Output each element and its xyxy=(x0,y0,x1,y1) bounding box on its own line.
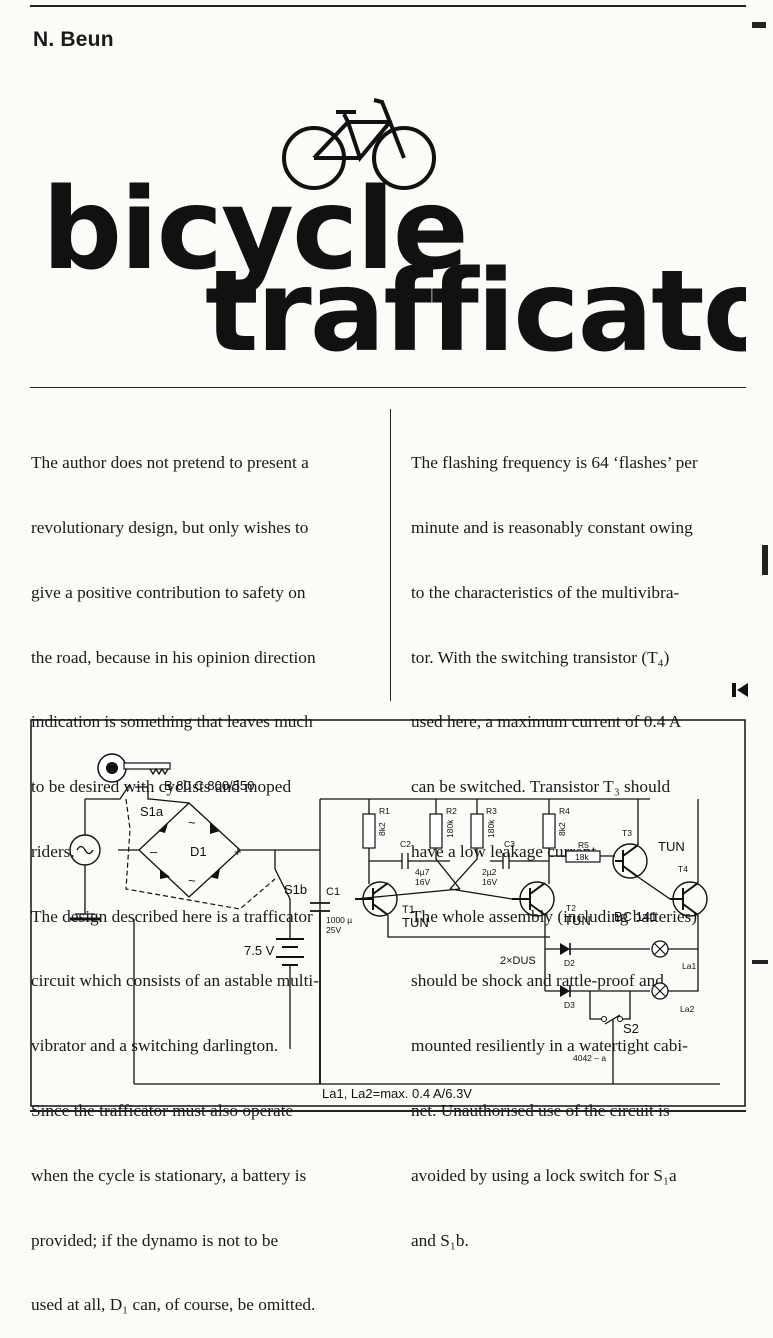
title-line-2: trafficator xyxy=(205,247,746,377)
d3-label: D3 xyxy=(564,1000,575,1010)
r3-label: R3 xyxy=(486,806,497,816)
r1-value: 8k2 xyxy=(377,822,387,836)
la2-label: La2 xyxy=(680,1004,694,1014)
r2-value: 180k xyxy=(445,819,455,838)
c2-value: 4µ7 xyxy=(415,867,430,877)
c2-label: C2 xyxy=(400,839,411,849)
t4-type: BC 141 xyxy=(614,909,657,924)
bridge-rectifier xyxy=(118,798,265,898)
d2-label: D2 xyxy=(564,958,575,968)
text-line: The whole assembly (including batteries) xyxy=(411,906,698,926)
end-of-article-icon xyxy=(732,683,748,697)
schematic-frame xyxy=(30,719,746,1107)
r2-label: R2 xyxy=(446,806,457,816)
la1-label: La1 xyxy=(682,961,696,971)
c1-label: C1 xyxy=(326,886,340,898)
r5-label: R5 xyxy=(578,840,589,850)
t3-type: TUN xyxy=(658,839,685,854)
text-line: used here, a maximum current of 0.4 A xyxy=(411,712,682,732)
t2-label: T2 xyxy=(566,903,576,913)
c3-label: C3 xyxy=(504,839,515,849)
ac-mark-1: ~ xyxy=(188,815,196,830)
c1-voltage: 25V xyxy=(326,925,341,935)
c3-value: 2µ2 xyxy=(482,867,497,877)
t1-label: T1 xyxy=(402,904,415,916)
plus-label: + xyxy=(234,844,242,859)
transistor-icon xyxy=(355,843,708,917)
t3-label: T3 xyxy=(622,828,632,838)
r1-label: R1 xyxy=(379,806,390,816)
top-rule xyxy=(30,5,746,7)
r5-value: 18k xyxy=(575,852,589,862)
text-line: revolutionary design, but only wishes to xyxy=(31,517,309,537)
s2-label: S2 xyxy=(623,1021,639,1036)
text-line: The design described here is a trafficat… xyxy=(31,906,313,926)
minus-label: – xyxy=(150,844,158,859)
text-line: riders. xyxy=(31,841,75,861)
text-line: can be switched. Transistor T₃ should xyxy=(411,777,671,797)
diodes-label: 2×DUS xyxy=(500,955,536,967)
battery-label: 7.5 V xyxy=(244,943,275,958)
edge-mark xyxy=(752,960,768,964)
text-line: to the characteristics of the multivibra… xyxy=(411,582,680,602)
text-line: mounted resiliently in a watertight cabi… xyxy=(411,1036,688,1056)
text-line: to be desired with cyclists and moped xyxy=(31,777,292,797)
text-line: avoided by using a lock switch for S₁a xyxy=(411,1165,677,1185)
ac-mark-2: ~ xyxy=(188,873,196,888)
r3-value: 180k xyxy=(486,819,496,838)
edge-mark xyxy=(762,545,768,575)
column-divider xyxy=(390,409,391,701)
text-line: vibrator and a switching darlington. xyxy=(31,1036,279,1056)
text-line: and S₁b. xyxy=(411,1230,469,1250)
title-artwork: bicycle trafficator xyxy=(42,98,746,377)
bottom-rule xyxy=(30,1110,746,1112)
t4-label: T4 xyxy=(678,864,688,874)
c3-voltage: 16V xyxy=(482,877,497,887)
d1-label: D1 xyxy=(190,844,207,859)
text-line: circuit which consists of an astable mul… xyxy=(31,971,319,991)
text-line: used at all, D₁ can, of course, be omitt… xyxy=(31,1295,316,1315)
key-icon xyxy=(97,753,171,783)
c2-voltage: 16V xyxy=(415,877,430,887)
figure-code: 4042 – a xyxy=(573,1053,606,1063)
text-line: the road, because in his opinion directi… xyxy=(31,647,316,667)
text-line: The flashing frequency is 64 ‘flashes’ p… xyxy=(411,453,698,473)
circuit-schematic: S1a B 80 C 800/550 D1 + – ~ ~ S1b 7.5 V … xyxy=(30,719,746,1107)
bridge-label: B 80 C 800/550 xyxy=(164,778,254,793)
footnote: La1, La2=max. 0.4 A/6.3V xyxy=(322,1086,472,1101)
r4-label: R4 xyxy=(559,806,570,816)
text-line: indication is something that leaves much xyxy=(31,712,313,732)
text-line: tor. With the switching transistor (T₄) xyxy=(411,647,670,667)
text-line: provided; if the dynamo is not to be xyxy=(31,1230,279,1250)
t2-type: TUN xyxy=(564,913,591,928)
title-rule xyxy=(30,387,746,388)
t1-type: TUN xyxy=(402,915,429,930)
author-name: N. Beun xyxy=(33,28,114,51)
c1-value: 1000 µ xyxy=(326,915,352,925)
battery-icon xyxy=(276,938,304,1049)
s1a-label: S1a xyxy=(140,804,164,819)
r4-value: 8k2 xyxy=(557,822,567,836)
text-line: when the cycle is stationary, a battery … xyxy=(31,1165,307,1185)
s1b-label: S1b xyxy=(284,882,307,897)
resistors xyxy=(362,813,601,863)
text-line: The author does not pretend to present a xyxy=(31,453,309,473)
edge-mark xyxy=(752,22,766,28)
text-line: minute and is reasonably constant owing xyxy=(411,517,693,537)
bicycle-icon xyxy=(282,98,436,190)
title-line-1: bicycle xyxy=(42,165,467,295)
text-line: give a positive contribution to safety o… xyxy=(31,582,306,602)
